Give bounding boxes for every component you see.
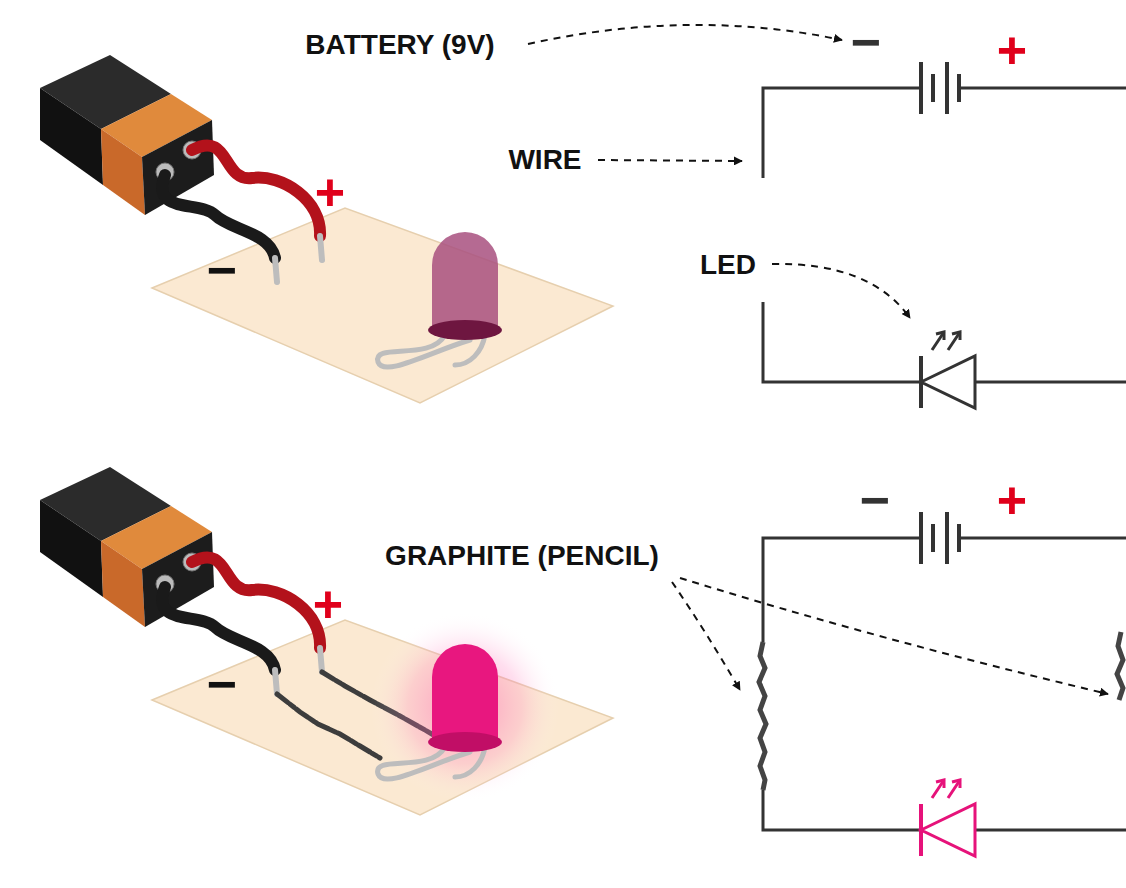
led-symbol <box>921 332 975 408</box>
wire-symbol <box>975 381 1126 384</box>
battery-9v <box>40 500 103 597</box>
led-symbol <box>936 780 944 788</box>
battery-symbol <box>957 524 961 552</box>
led-symbol <box>952 332 960 340</box>
led-glow <box>370 612 560 802</box>
wire-symbol <box>975 829 1126 832</box>
polarity-sign: + <box>313 578 343 630</box>
red-wire <box>192 557 320 648</box>
led-symbol <box>952 780 960 788</box>
wire-symbol <box>763 302 921 382</box>
battery-symbol <box>921 512 959 564</box>
led-symbol <box>936 332 944 340</box>
wire-symbol <box>959 87 1126 90</box>
polarity-sign: − <box>851 16 881 68</box>
part-label: GRAPHITE (PENCIL) <box>385 542 659 570</box>
led-symbol <box>932 332 944 350</box>
wire-tip <box>320 648 322 672</box>
red-wire <box>192 145 320 236</box>
led-rim <box>428 320 502 340</box>
led-symbol <box>921 356 975 408</box>
led-symbol <box>921 780 975 856</box>
battery-symbol <box>931 524 935 552</box>
led-symbol <box>932 780 944 798</box>
battery-symbol <box>945 512 949 564</box>
part-label: WIRE <box>508 146 581 174</box>
battery-symbol <box>931 74 935 102</box>
graphite-symbol <box>1117 632 1123 700</box>
led-symbol <box>921 804 975 856</box>
part-label: BATTERY (9V) <box>305 31 494 59</box>
polarity-sign: + <box>997 24 1027 76</box>
led-dome <box>432 232 498 330</box>
polarity-sign: + <box>997 474 1027 526</box>
leader-line <box>672 582 740 690</box>
battery-9v <box>101 129 145 215</box>
wire-tip <box>275 670 277 694</box>
led-symbol <box>948 780 960 798</box>
wire-symbol <box>959 537 1126 540</box>
wire-tip <box>275 258 277 282</box>
battery-9v <box>101 541 145 627</box>
led-symbol <box>948 332 960 350</box>
leader-line <box>528 25 842 44</box>
battery-symbol <box>945 62 949 114</box>
circuit-illustration-graphite <box>40 467 613 815</box>
wire-symbol <box>763 88 921 178</box>
led-on <box>370 612 560 802</box>
leader-line <box>598 160 742 161</box>
led-off <box>378 232 502 367</box>
leader-line <box>680 578 1108 694</box>
schematic-graphite <box>759 512 1126 856</box>
leader-lines <box>528 25 1108 694</box>
graphite-trace <box>277 694 380 758</box>
led-rim <box>428 732 502 752</box>
battery-9v <box>40 467 322 694</box>
paper-sheet <box>152 208 613 403</box>
battery-symbol <box>957 74 961 102</box>
battery-9v <box>40 55 322 282</box>
polarity-sign: − <box>207 244 237 296</box>
battery-symbol <box>921 62 959 114</box>
battery-symbol <box>919 512 923 564</box>
polarity-sign: − <box>207 658 237 710</box>
battery-9v <box>40 88 103 185</box>
graphite-symbol <box>759 642 766 790</box>
circuit-illustration-open <box>40 55 613 403</box>
wire-symbol <box>763 790 921 830</box>
polarity-sign: + <box>315 166 345 218</box>
wire-tip <box>320 236 322 260</box>
polarity-sign: − <box>860 474 890 526</box>
part-label: LED <box>700 251 756 279</box>
schematic-open <box>763 62 1126 408</box>
leader-line <box>772 264 910 318</box>
battery-symbol <box>919 62 923 114</box>
led-dome <box>432 644 498 742</box>
